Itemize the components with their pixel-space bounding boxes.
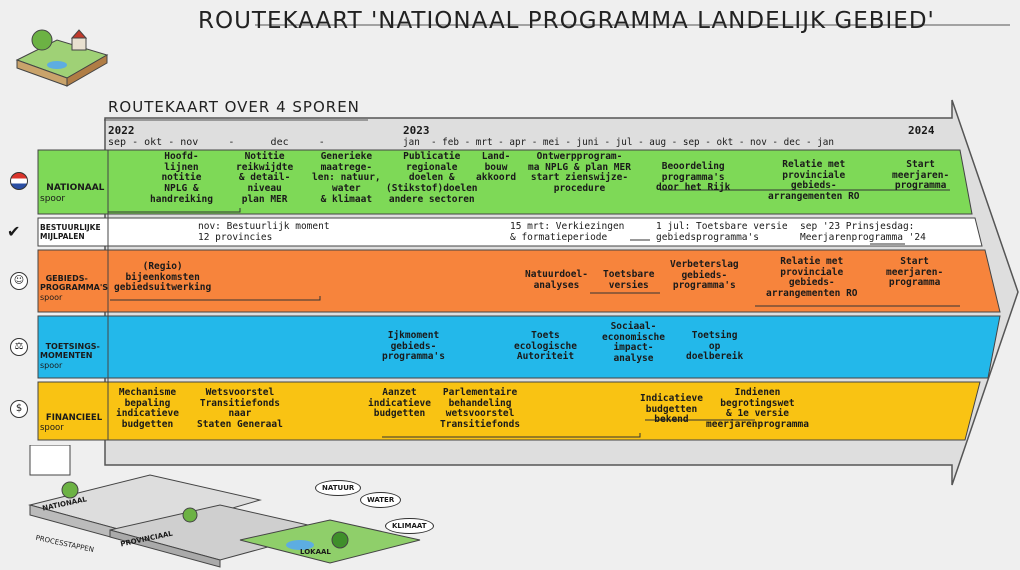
lane-band-gebieds (37, 249, 1001, 313)
lane-item: Land- bouw akkoord (476, 151, 517, 184)
lane-item: Relatie met provinciale gebieds- arrange… (766, 256, 858, 299)
scales-icon: ⚖ (10, 338, 28, 356)
lane-band-bestuurlijk (37, 217, 983, 247)
bubble-klimaat: KLIMAAT (385, 518, 434, 534)
lane-item: Notitie reikwijdte & detail- niveau plan… (236, 151, 294, 205)
lane-item: Beoordeling programma's door het Rijk (656, 161, 731, 194)
people-icon: ☺ (10, 272, 28, 290)
lane-item: Relatie met provinciale gebieds- arrange… (768, 159, 860, 202)
lane-item: Verbeterslag gebieds- programma's (670, 259, 739, 292)
lane-item: Start meerjaren- programma (892, 159, 950, 192)
process-steps-illustration (28, 445, 421, 568)
months-2023: jan - feb - mrt - apr - mei - juni - jul… (403, 137, 834, 148)
lane-band-financieel (37, 381, 981, 441)
moneybag-icon: $ (10, 400, 28, 418)
lane-item: Start meerjaren- programma (886, 256, 944, 289)
year-2023-label: 2023 (403, 124, 430, 137)
lane-item: Wetsvoorstel Transitiefonds naar Staten … (197, 387, 283, 430)
lane-item: Publicatie regionale doelen & (Stikstof)… (386, 151, 478, 205)
lane-band-toetsing (37, 315, 1001, 379)
illustration-label-lokaal: LOKAAL (300, 548, 331, 556)
lane-item: Toets ecologische Autoriteit (514, 330, 577, 363)
lane-item: Natuurdoel- analyses (525, 269, 588, 291)
page-title: ROUTEKAART 'NATIONAAL PROGRAMMA LANDELIJ… (198, 8, 935, 34)
lane-item: Sociaal- economische impact- analyse (602, 321, 665, 364)
months-2022: sep - okt - nov - dec - (108, 137, 325, 148)
lane-item: Ontwerpprogram- ma NPLG & plan MER start… (528, 151, 631, 194)
lane-item: Mechanisme bepaling indicatieve budgette… (116, 387, 179, 430)
year-2022-label: 2022 (108, 124, 135, 137)
lane-item: Generieke maatrege- len: natuur, water &… (312, 151, 381, 205)
lane-item: nov: Bestuurlijk moment 12 provincies (198, 221, 330, 243)
lane-item: sep '23 Prinsjesdag: Meerjarenprogramma … (800, 221, 926, 243)
lane-item: Indicatieve budgetten bekend (640, 393, 703, 426)
lane-item: 15 mrt: Verkiezingen & formatieperiode (510, 221, 625, 243)
roadmap-subtitle: ROUTEKAART OVER 4 SPOREN (108, 98, 360, 116)
lane-item: Toetsbare versies (603, 269, 655, 291)
lane-item: Indienen begrotingswet & 1e versie meerj… (706, 387, 809, 430)
lane-item: Hoofd- lijnen notitie NPLG & handreiking (150, 151, 213, 205)
lane-item: Ijkmoment gebieds- programma's (382, 330, 445, 363)
lane-item: Parlementaire behandeling wetsvoorstel T… (440, 387, 521, 430)
bubble-natuur: NATUUR (315, 480, 362, 496)
lane-item: Aanzet indicatieve budgetten (368, 387, 431, 420)
landscape-illustration (15, 29, 109, 87)
lane-item: Toetsing op doelbereik (686, 330, 744, 363)
bubble-water: WATER (360, 492, 402, 508)
year-2024-label: 2024 (908, 124, 935, 137)
lane-label-bestuurlijk: BESTUURLIJKE MIJLPALEN (40, 223, 101, 241)
lane-item: 1 jul: Toetsbare versie gebiedsprogramma… (656, 221, 788, 243)
lane-band-nationaal (37, 149, 973, 215)
lane-item: (Regio) bijeenkomsten gebiedsuitwerking (114, 261, 212, 294)
dutch-flag-icon (10, 172, 28, 190)
checkmark-icon: ✔ (7, 222, 21, 241)
